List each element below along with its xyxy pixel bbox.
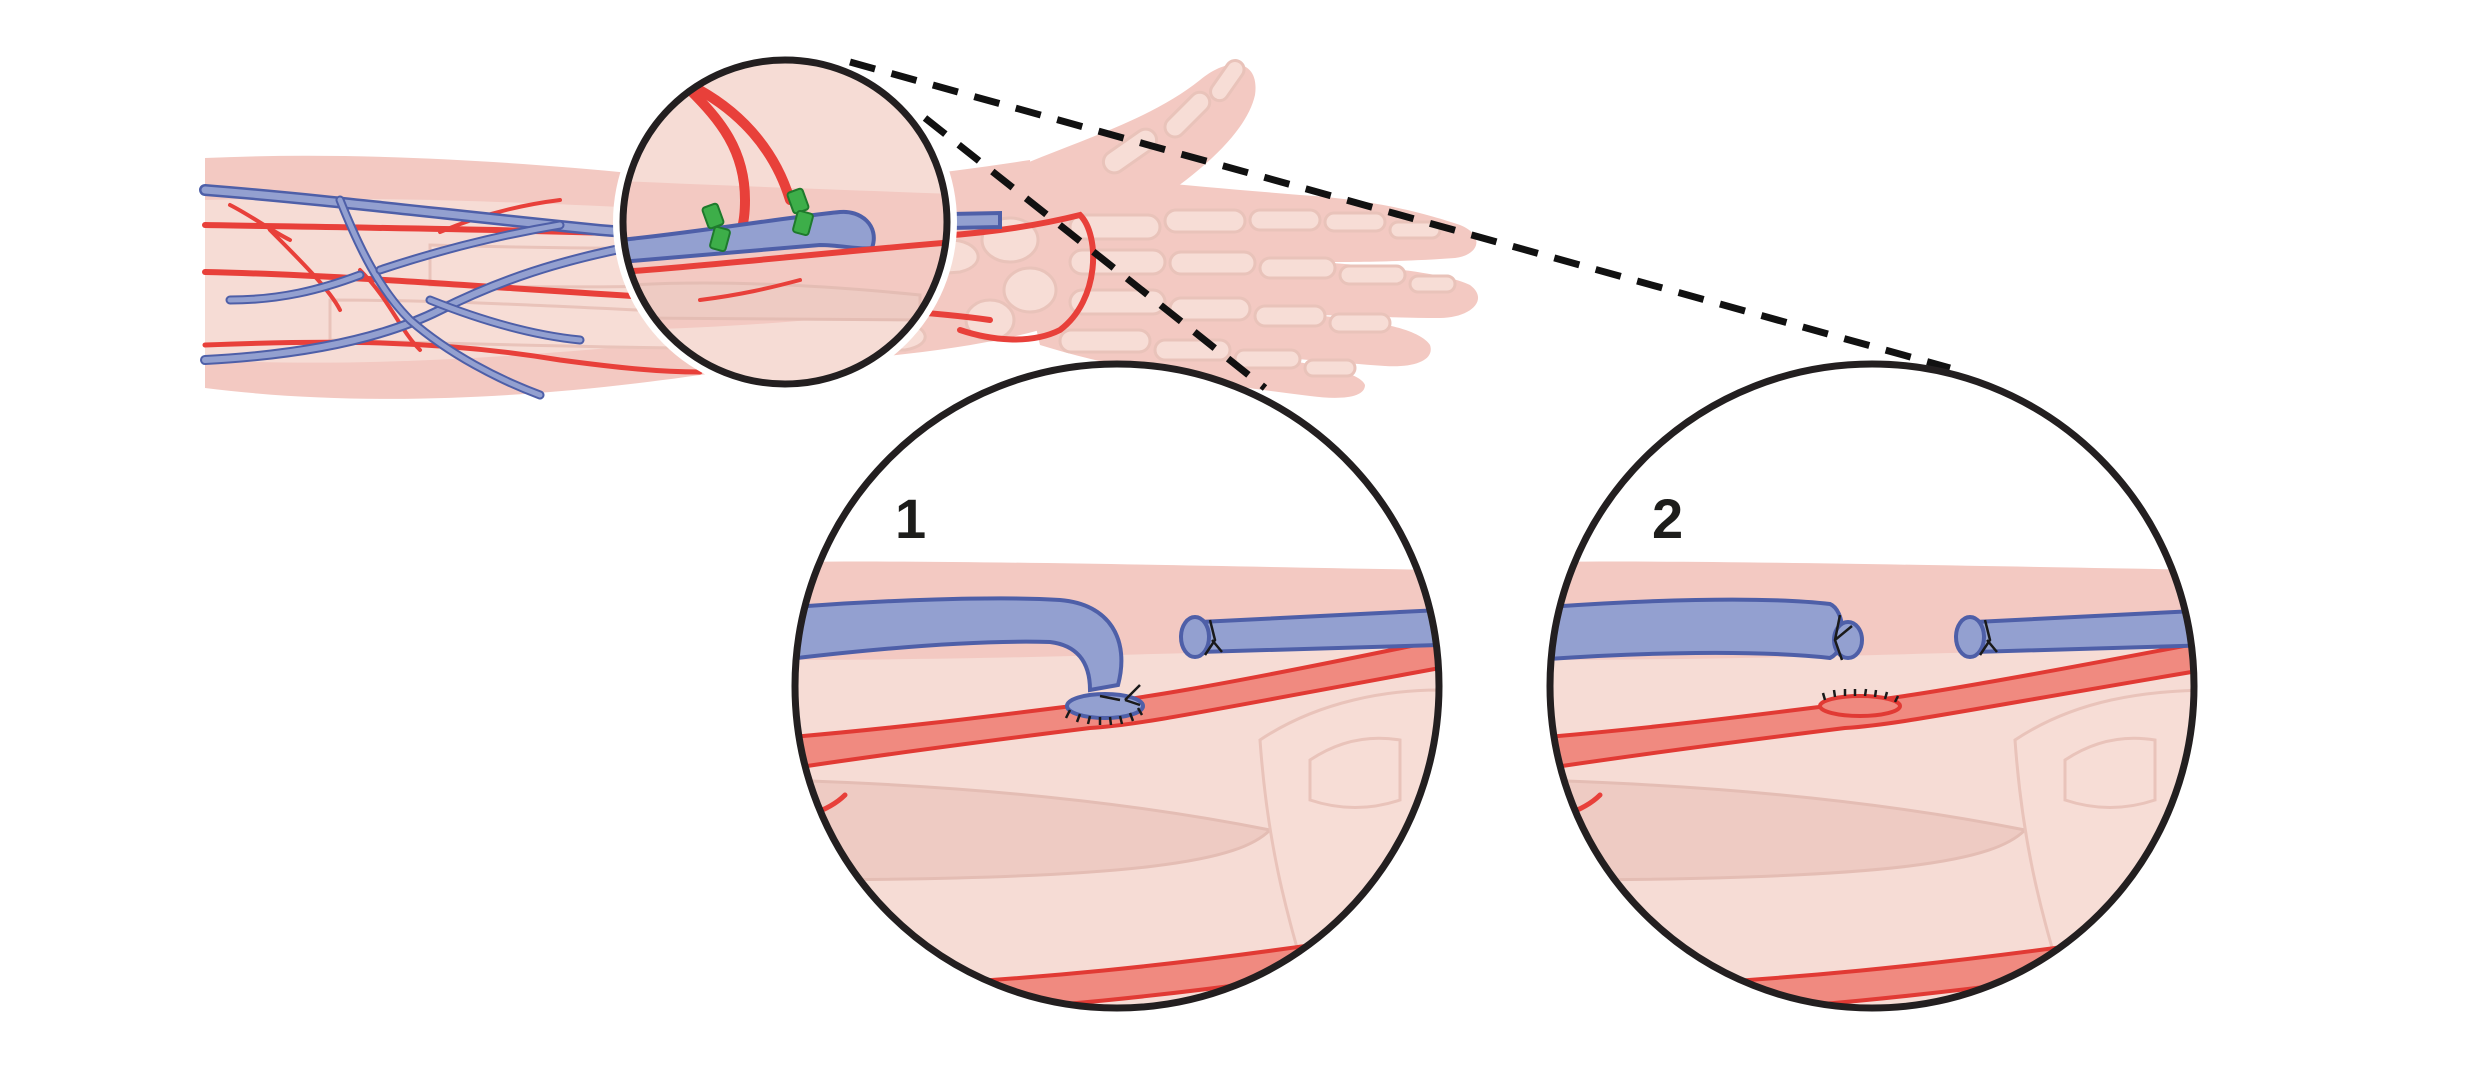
panel-1: 1 [791, 360, 1443, 1012]
zoom-connector-lines [849, 58, 1951, 391]
panel-number-2: 2 [1652, 487, 1683, 550]
panel-2: 2 [1546, 360, 2198, 1012]
vascular-clamp-1 [701, 202, 731, 253]
magnifier-circle [613, 50, 957, 394]
anastomosis-site [1065, 692, 1145, 720]
vascular-clamp-2 [786, 187, 814, 237]
closed-arteriotomy [1818, 694, 1902, 718]
panel-number-1: 1 [895, 487, 926, 550]
hand-bones [964, 59, 1457, 378]
